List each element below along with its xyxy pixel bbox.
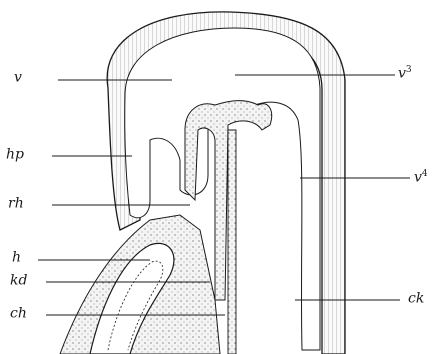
label-h: h xyxy=(12,250,21,265)
notochord xyxy=(228,130,236,354)
label-rh: rh xyxy=(8,196,24,211)
label-hp: hp xyxy=(6,147,24,162)
label-v4: v4 xyxy=(414,170,428,185)
label-v: v xyxy=(14,70,22,85)
label-kd: kd xyxy=(10,273,27,288)
label-v3: v3 xyxy=(398,66,412,81)
label-ck: ck xyxy=(408,291,424,306)
label-ch: ch xyxy=(10,306,27,321)
